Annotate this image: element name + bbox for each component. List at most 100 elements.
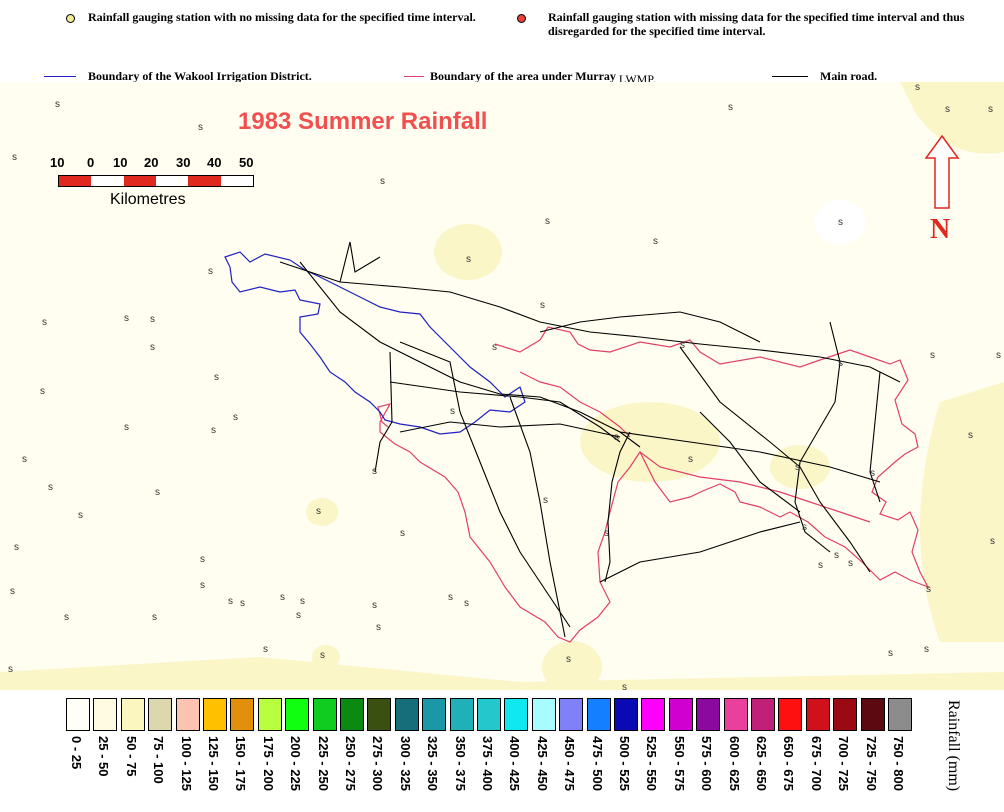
- colorbar-tick-text: 500 - 525: [617, 736, 632, 791]
- colorbar-tick-text: 400 - 425: [507, 736, 523, 791]
- north-label: N: [930, 214, 951, 245]
- colorbar-tick-text: 450 - 475: [562, 736, 578, 791]
- colorbar-tick-text: 0 - 25: [69, 736, 84, 770]
- station-symbol: s: [78, 510, 83, 521]
- murray-boundary: [519, 371, 631, 438]
- station-symbol: s: [55, 99, 60, 110]
- station-symbol: s: [42, 317, 47, 328]
- station-symbol: s: [566, 654, 571, 665]
- colorbar-swatch: [312, 698, 337, 731]
- colorbar-tick-label: 325 - 350: [425, 736, 441, 806]
- main-road: [389, 381, 621, 443]
- station-symbol: s: [150, 314, 155, 325]
- colorbar-tick-text: 425 - 450: [534, 736, 550, 791]
- colorbar-tick-label: 725 - 750: [864, 736, 880, 806]
- station-symbol: s: [728, 102, 733, 113]
- murray-boundary: [639, 451, 871, 523]
- colorbar-tick-text: 50 - 75: [123, 736, 139, 777]
- main-road: [539, 311, 761, 343]
- main-road: [509, 396, 566, 638]
- colorbar-tick-label: 25 - 50: [96, 736, 112, 806]
- station-symbol: s: [614, 432, 619, 443]
- legend-station-missing: Rainfall gauging station with missing da…: [548, 10, 965, 38]
- rainfall-zone: [580, 402, 720, 482]
- station-symbol: s: [316, 506, 321, 517]
- colorbar-swatch: [422, 698, 447, 731]
- station-symbol: s: [150, 342, 155, 353]
- station-symbol: s: [233, 412, 238, 423]
- station-symbol: s: [543, 495, 548, 506]
- station-symbol: s: [198, 122, 203, 133]
- colorbar-tick-label: 250 - 275: [343, 736, 359, 806]
- main-road: [299, 261, 641, 448]
- station-symbol: s: [604, 528, 609, 539]
- station-symbol: s: [870, 468, 875, 479]
- station-symbol: s: [945, 104, 950, 115]
- station-symbol: s: [888, 648, 893, 659]
- station-symbol: s: [924, 644, 929, 655]
- station-symbol: s: [802, 522, 807, 533]
- station-symbol: s: [795, 462, 800, 473]
- colorbar-swatch: [860, 698, 885, 731]
- colorbar-tick-label: 175 - 200: [260, 736, 277, 806]
- colorbar-tick-label: 550 - 575: [672, 736, 688, 806]
- colorbar-label-text: Rainfall (mm): [945, 700, 962, 792]
- station-symbol: s: [680, 340, 685, 351]
- rainfall-zone: [0, 657, 1004, 690]
- rainfall-zone: [814, 200, 866, 244]
- station-symbol: s: [228, 596, 233, 607]
- scale-label: 40: [207, 155, 222, 170]
- station-symbol: s: [10, 586, 15, 597]
- scale-label: 0: [87, 155, 95, 170]
- station-symbol: s: [211, 425, 216, 436]
- colorbar-tick-text: 350 - 375: [452, 736, 468, 791]
- colorbar-tick-text: 75 - 100: [151, 736, 167, 784]
- station-symbol: s: [372, 466, 377, 477]
- station-symbol: s: [996, 350, 1001, 361]
- station-symbol: s: [818, 560, 823, 571]
- colorbar-tick-label: 425 - 450: [534, 736, 551, 806]
- station-symbol: s: [214, 372, 219, 383]
- main-road: [604, 431, 631, 583]
- main-road: [619, 431, 881, 483]
- scale-label: 50: [239, 155, 254, 170]
- colorbar-tick-text: 650 - 675: [781, 736, 797, 791]
- station-symbol: s: [8, 664, 13, 675]
- colorbar-tick-label: 525 - 550: [644, 736, 660, 806]
- station-symbol: s: [622, 682, 627, 693]
- colorbar-tick-label: 300 - 325: [398, 736, 414, 806]
- colorbar-tick-text: 175 - 200: [260, 736, 276, 791]
- station-symbol: s: [834, 550, 839, 561]
- colorbar-tick-label: 375 - 400: [480, 736, 496, 806]
- colorbar-swatch: [723, 698, 748, 731]
- station-symbol: s: [988, 104, 993, 115]
- colorbar-swatch: [805, 698, 830, 731]
- station-symbol: s: [915, 82, 920, 93]
- map-layers: [0, 82, 1004, 690]
- station-symbol: s: [320, 650, 325, 661]
- colorbar-tick-label: 500 - 525: [617, 736, 633, 806]
- station-symbol: s: [155, 487, 160, 498]
- north-arrow-icon: [924, 134, 960, 209]
- colorbar-tick-text: 600 - 625: [726, 736, 742, 791]
- colorbar-swatch: [367, 698, 392, 731]
- rainfall-zone: [306, 498, 338, 526]
- rainfall-zone: [434, 224, 502, 280]
- colorbar-swatch: [230, 698, 255, 731]
- station-symbol: s: [930, 350, 935, 361]
- station-symbol: s: [124, 422, 129, 433]
- colorbar-tick-text: 750 - 800: [891, 736, 906, 791]
- rainfall-zone: [900, 82, 1004, 154]
- main-road-line-symbol: [772, 76, 808, 77]
- station-symbol: s: [838, 217, 843, 228]
- rainfall-map: s s s s s s s s s s s s s s s s s s s s …: [0, 82, 1004, 693]
- colorbar-tick-label: 150 - 175: [233, 736, 249, 806]
- station-symbol: s: [240, 598, 245, 609]
- colorbar-swatch: [285, 698, 310, 731]
- station-symbol: s: [653, 236, 658, 247]
- station-symbol: s: [926, 584, 931, 595]
- colorbar-swatch: [614, 698, 638, 731]
- colorbar-swatch: [888, 698, 912, 731]
- colorbar-tick-label: 225 - 250: [316, 736, 332, 806]
- colorbar-swatch: [559, 698, 584, 731]
